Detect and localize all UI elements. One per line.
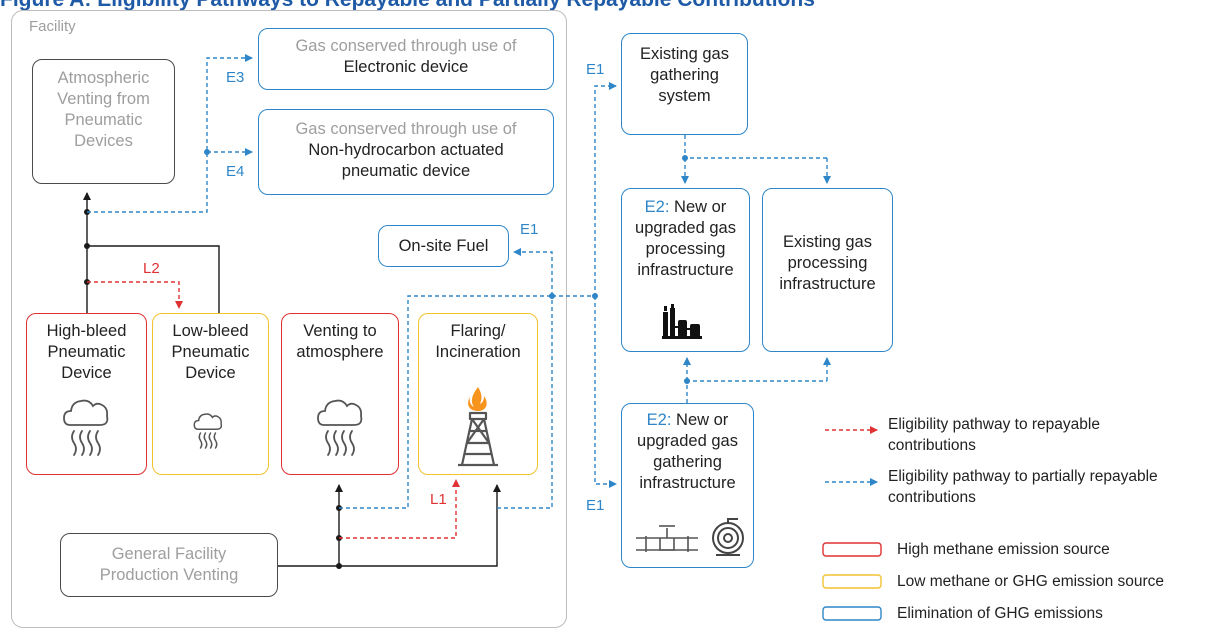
l1-label: L1 — [430, 491, 447, 508]
existing-processing-label: Existing gas processing infrastructure — [779, 232, 876, 293]
refinery-icon — [662, 304, 702, 339]
cloud-vent-small-icon — [193, 413, 223, 449]
high-bleed-box: High-bleed Pneumatic Device — [26, 313, 147, 475]
cloud-vent-icon — [317, 399, 363, 456]
gas-conserved-electronic-line1: Gas conserved through use of — [295, 37, 517, 55]
new-processing-label: New or upgraded gas processing infrastru… — [635, 198, 736, 279]
black-flow-lines — [83, 192, 501, 567]
gas-conserved-nonhc-line2: Non-hydrocarbon actuated pneumatic devic… — [308, 141, 504, 180]
new-processing-prefix: E2: — [644, 198, 670, 216]
gas-conserved-nonhc-line1: Gas conserved through use of — [295, 120, 517, 138]
new-gathering-box: E2: New or upgraded gas gathering infras… — [621, 403, 754, 568]
venting-atmosphere-label: Venting to atmosphere — [296, 322, 384, 361]
general-facility-label: General Facility Production Venting — [99, 545, 239, 584]
legend-partially-repayable: Eligibility pathway to partially repayab… — [888, 468, 1158, 506]
low-bleed-label: Low-bleed Pneumatic Device — [171, 322, 250, 382]
new-gathering-prefix: E2: — [646, 411, 672, 429]
e1-fuel-label: E1 — [520, 221, 539, 238]
flare-icon — [458, 387, 498, 467]
l2-label: L2 — [143, 260, 160, 277]
e4-label: E4 — [226, 163, 245, 180]
red-dashed-lines — [87, 281, 460, 539]
onsite-fuel-box: On-site Fuel — [378, 225, 509, 267]
facility-boundary — [11, 10, 567, 628]
blue-dashed-lines — [87, 54, 831, 509]
e3-label: E3 — [226, 69, 245, 86]
flaring-label: Flaring/ Incineration — [435, 322, 521, 361]
blue-junctions — [204, 149, 690, 384]
e1-bottom-label: E1 — [586, 497, 605, 514]
gas-conserved-electronic-box: Gas conserved through use of Electronic … — [258, 28, 554, 90]
black-junctions — [84, 209, 342, 569]
legend-low-methane: Low methane or GHG emission source — [897, 573, 1165, 590]
gas-conserved-nonhc-box: Gas conserved through use of Non-hydroca… — [258, 109, 554, 195]
flaring-box: Flaring/ Incineration — [418, 313, 538, 475]
high-bleed-label: High-bleed Pneumatic Device — [46, 322, 127, 382]
legend-samples — [822, 426, 882, 621]
venting-atmosphere-box: Venting to atmosphere — [281, 313, 399, 475]
existing-gathering-box: Existing gas gathering system — [621, 33, 748, 135]
legend-repayable: Eligibility pathway to repayable contrib… — [888, 416, 1100, 454]
facility-label: Facility — [29, 18, 76, 35]
new-gathering-label: New or upgraded gas gathering infrastruc… — [637, 411, 738, 492]
legend-high-methane: High methane emission source — [897, 541, 1110, 558]
gas-conserved-electronic-line2: Electronic device — [343, 58, 469, 76]
cloud-vent-icon — [63, 399, 109, 456]
existing-gathering-label: Existing gas gathering system — [640, 45, 729, 105]
pipe-valve-icon — [636, 525, 698, 552]
general-facility-box: General Facility Production Venting — [60, 533, 278, 597]
onsite-fuel-label: On-site Fuel — [398, 236, 489, 255]
pump-icon — [712, 518, 744, 556]
atmospheric-venting-label: Atmospheric Venting from Pneumatic Devic… — [57, 69, 150, 150]
existing-processing-box: Existing gas processing infrastructure — [762, 188, 893, 352]
atmospheric-venting-box: Atmospheric Venting from Pneumatic Devic… — [32, 59, 175, 184]
figure-title: Figure A: Eligibility Pathways to Repaya… — [0, 0, 1227, 14]
e1-top-label: E1 — [586, 61, 605, 78]
legend-elimination: Elimination of GHG emissions — [897, 605, 1103, 622]
